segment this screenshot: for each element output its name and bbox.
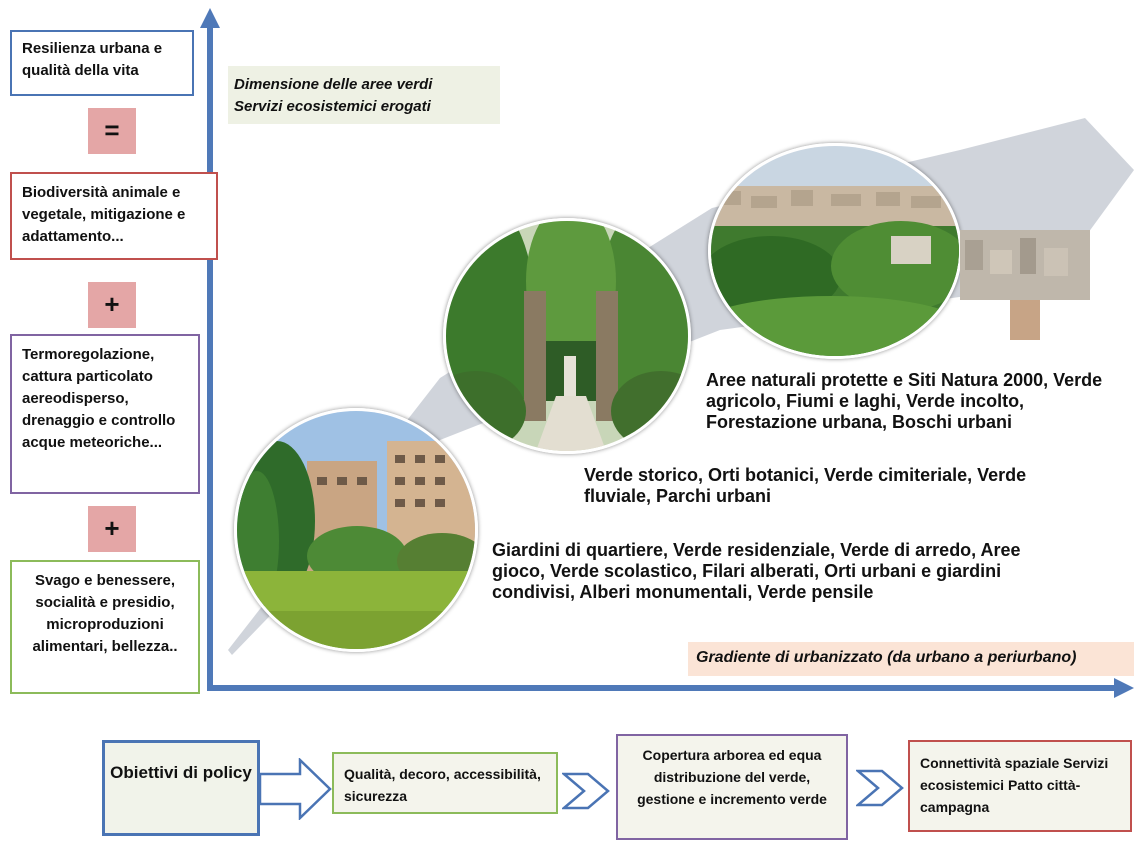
- policy-step-2: Copertura arborea ed equa distribuzione …: [616, 734, 848, 840]
- category-level-2: Verde storico, Orti botanici, Verde cimi…: [584, 465, 1027, 506]
- plus-sign-1: +: [88, 282, 136, 328]
- box-wellbeing: Svago e benessere, socialità e presidio,…: [10, 560, 200, 694]
- policy-arrow: [260, 758, 332, 820]
- policy-step-3: Connettività spaziale Servizi ecosistemi…: [908, 740, 1132, 832]
- category-level-1: Giardini di quartiere, Verde residenzial…: [492, 540, 1021, 602]
- box-thermoregulation: Termoregolazione, cattura particolato ae…: [10, 334, 200, 494]
- city-skyline: [960, 230, 1090, 340]
- chevron-1: [562, 772, 610, 810]
- box-biodiversity: Biodiversità animale e vegetale, mitigaz…: [10, 172, 218, 260]
- policy-objectives-box: Obiettivi di policy: [102, 740, 260, 836]
- x-axis-arrowhead: [1114, 678, 1134, 698]
- y-axis-arrowhead: [200, 8, 220, 28]
- result-box: Resilienza urbana e qualità della vita: [10, 30, 194, 96]
- equals-sign: =: [88, 108, 136, 154]
- chevron-2: [856, 769, 904, 807]
- neighbourhood-park-photo: [234, 408, 478, 652]
- periurban-landscape-photo: [708, 143, 962, 359]
- category-level-3: Aree naturali protette e Siti Natura 200…: [706, 370, 1103, 432]
- historic-garden-photo: [443, 218, 691, 454]
- y-axis-label: Dimensione delle aree verdi Servizi ecos…: [228, 66, 500, 124]
- plus-sign-2: +: [88, 506, 136, 552]
- policy-step-1: Qualità, decoro, accessibilità, sicurezz…: [332, 752, 558, 814]
- x-axis-label: Gradiente di urbanizzato (da urbano a pe…: [688, 642, 1134, 676]
